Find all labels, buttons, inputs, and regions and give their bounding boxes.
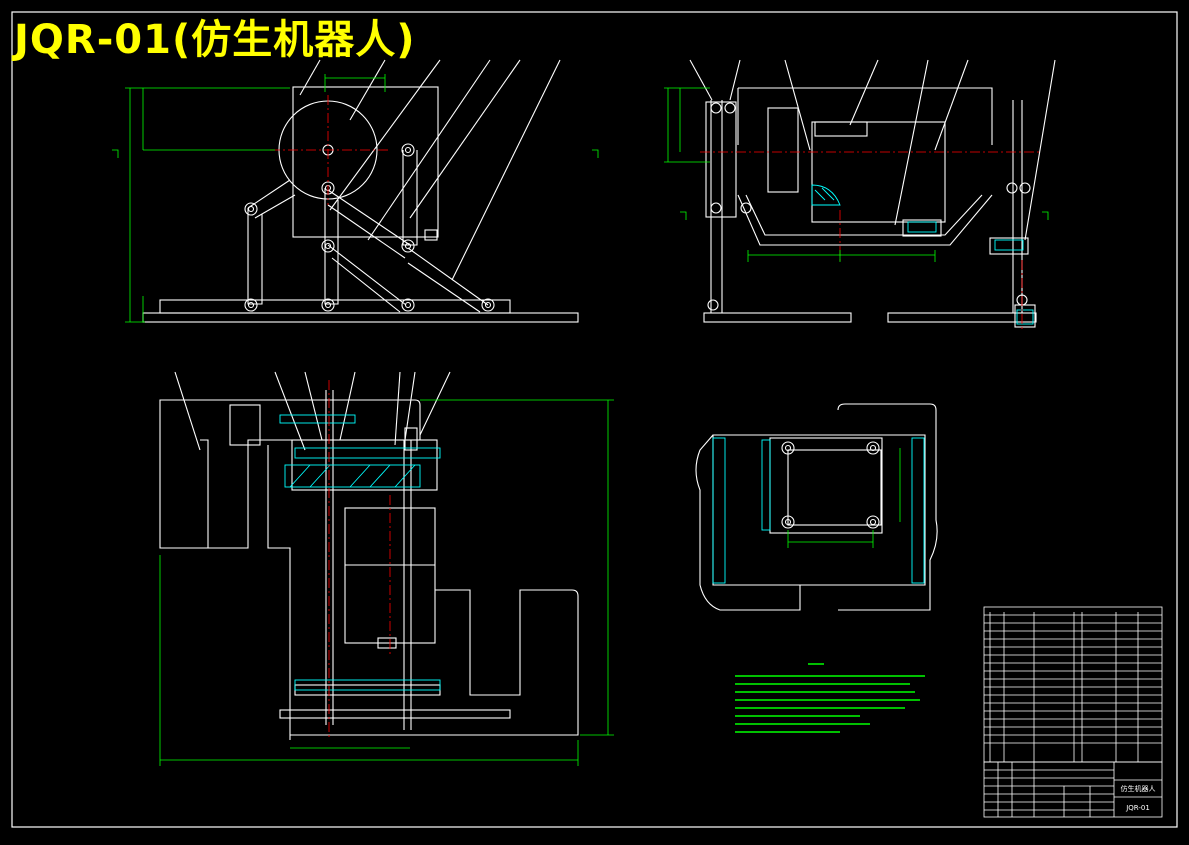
technical-notes	[735, 663, 925, 733]
sheet-border	[11, 11, 1178, 828]
title-block	[983, 761, 1163, 818]
side-view-section-hatch	[811, 184, 1034, 325]
side-view-dimensions	[664, 87, 1049, 262]
top-view-centerlines	[328, 380, 391, 740]
title-block-drawing-number: JQR-01	[1125, 804, 1150, 812]
parts-list	[983, 606, 1163, 763]
side-view-centerlines	[700, 151, 1040, 330]
top-view-section-hatch	[279, 414, 441, 691]
front-view-centerlines	[270, 95, 390, 205]
title-block-part-name: 仿生机器人	[1121, 784, 1156, 793]
top-view-dimensions	[159, 399, 614, 766]
detail-view-dimensions	[787, 448, 901, 548]
detail-view-hatch	[712, 437, 925, 584]
detail-view	[695, 403, 938, 611]
top-view	[159, 371, 579, 740]
drawing-title: JQR-01(仿生机器人)	[14, 17, 416, 63]
side-view	[689, 59, 1056, 328]
front-view	[142, 59, 579, 323]
front-view-dimensions	[112, 74, 599, 323]
